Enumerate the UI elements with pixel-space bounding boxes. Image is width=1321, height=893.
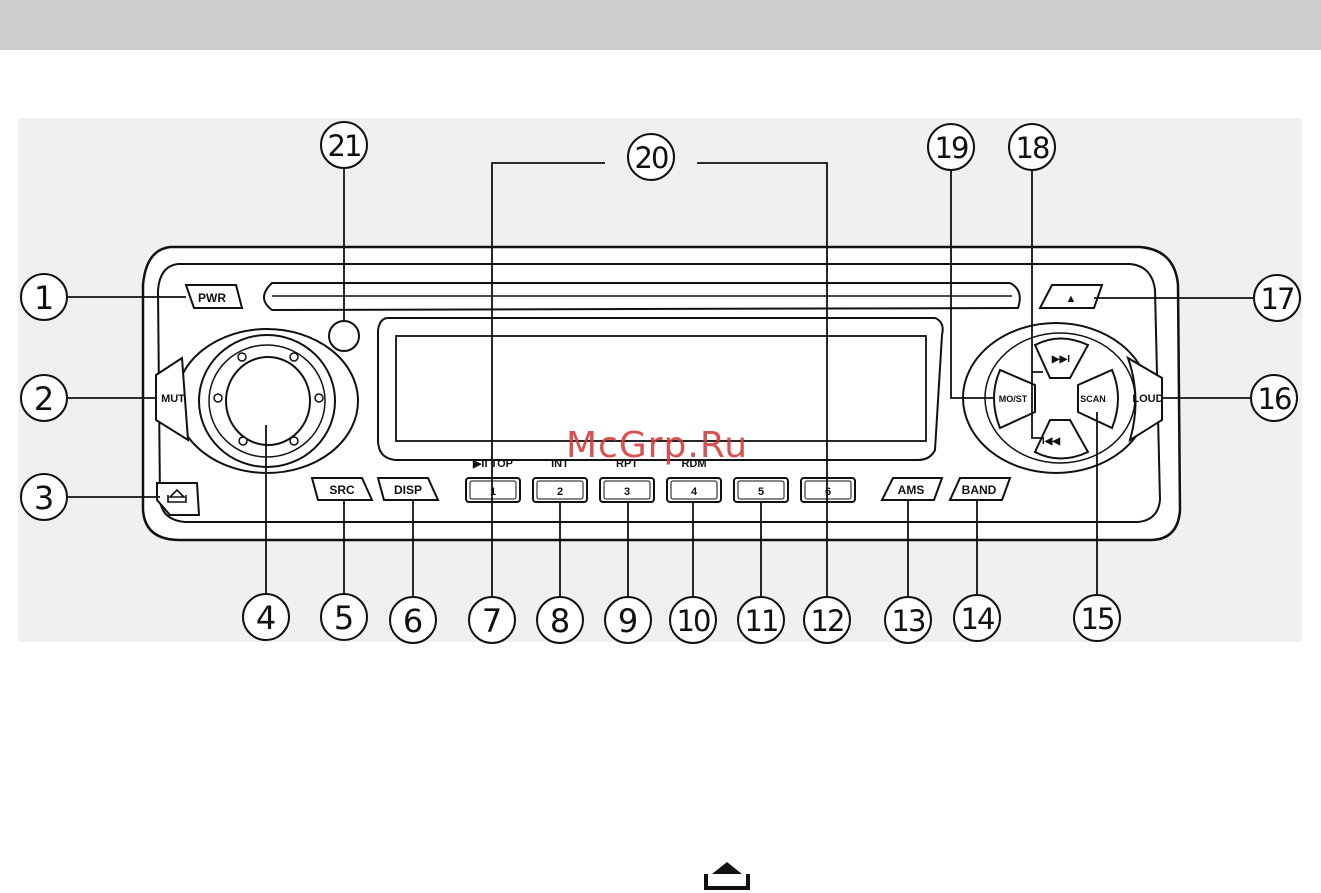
- eject-label: ▲: [1066, 293, 1077, 305]
- volume-knob[interactable]: [176, 329, 358, 473]
- callout-14: 14: [954, 595, 1000, 641]
- eject-icon: [703, 860, 751, 892]
- callout-21-text: 21: [328, 129, 361, 163]
- disp-label: DISP: [394, 483, 422, 497]
- loud-label: LOUD: [1132, 393, 1163, 405]
- callout-3: 3: [21, 474, 67, 520]
- next-label: ▶▶I: [1051, 354, 1070, 365]
- eject-button[interactable]: ▲: [1040, 285, 1102, 308]
- callout-2-text: 2: [34, 380, 54, 418]
- src-button[interactable]: SRC: [312, 478, 372, 500]
- mo-st-label: MO/ST: [999, 394, 1028, 404]
- src-label: SRC: [329, 483, 355, 497]
- preset-button-2[interactable]: 2: [533, 478, 587, 502]
- callout-5: 5: [321, 594, 367, 640]
- callout-12-text: 12: [811, 604, 844, 638]
- callout-9: 9: [605, 597, 651, 643]
- band-button[interactable]: BAND: [950, 478, 1010, 500]
- callout-15-text: 15: [1081, 602, 1114, 636]
- callout-14-text: 14: [961, 602, 994, 636]
- callout-18-text: 18: [1016, 131, 1049, 165]
- preset-button-6[interactable]: 6: [801, 478, 855, 502]
- callout-8: 8: [537, 597, 583, 643]
- callout-19: 19: [928, 124, 974, 170]
- callout-15: 15: [1074, 595, 1120, 641]
- callout-17-text: 17: [1261, 282, 1294, 316]
- preset-button-1[interactable]: 1: [466, 478, 520, 502]
- callout-16: 16: [1251, 375, 1297, 421]
- mut-label: MUT: [161, 393, 185, 405]
- callout-17: 17: [1254, 275, 1300, 321]
- preset-button-4[interactable]: 4: [667, 478, 721, 502]
- preset-button-3[interactable]: 3: [600, 478, 654, 502]
- pwr-button[interactable]: PWR: [186, 285, 242, 308]
- prev-label: I◀◀: [1042, 436, 1060, 447]
- callout-7: 7: [469, 597, 515, 643]
- preset-6-label: 6: [825, 486, 831, 498]
- ams-button[interactable]: AMS: [882, 478, 942, 500]
- watermark: McGrp.Ru: [566, 425, 748, 466]
- preset-4-label: 4: [691, 486, 698, 498]
- callout-8-text: 8: [550, 602, 570, 640]
- ams-label: AMS: [898, 483, 925, 497]
- callout-5-text: 5: [334, 599, 354, 637]
- callout-9-text: 9: [618, 602, 638, 640]
- callout-2: 2: [21, 375, 67, 421]
- callout-6: 6: [390, 597, 436, 643]
- preset-5-label: 5: [758, 486, 764, 498]
- callout-7-text: 7: [482, 602, 502, 640]
- preset-2-label: 2: [557, 486, 563, 498]
- band-label: BAND: [962, 483, 997, 497]
- callout-11-text: 11: [745, 604, 778, 638]
- callout-16-text: 16: [1258, 382, 1291, 416]
- pwr-label: PWR: [198, 291, 226, 305]
- callout-1-text: 1: [34, 279, 54, 317]
- callout-10: 10: [670, 597, 716, 643]
- callout-19-text: 19: [935, 131, 968, 165]
- callout-4-text: 4: [256, 599, 276, 637]
- callout-12: 12: [804, 597, 850, 643]
- callout-20: 20: [628, 134, 674, 180]
- callout-13-text: 13: [892, 604, 925, 638]
- callout-3-text: 3: [34, 479, 54, 517]
- preset-1-label: 1: [490, 486, 496, 498]
- callout-4: 4: [243, 594, 289, 640]
- callout-10-text: 10: [677, 604, 710, 638]
- ir-sensor: [329, 321, 359, 351]
- disp-button[interactable]: DISP: [378, 478, 438, 500]
- callout-21: 21: [321, 122, 367, 168]
- preset-3-label: 3: [624, 486, 630, 498]
- scan-label: SCAN: [1080, 394, 1106, 404]
- callout-20-text: 20: [635, 141, 668, 175]
- preset-button-5[interactable]: 5: [734, 478, 788, 502]
- callout-11: 11: [738, 597, 784, 643]
- callout-18: 18: [1009, 124, 1055, 170]
- callout-1: 1: [21, 274, 67, 320]
- callout-6-text: 6: [403, 602, 423, 640]
- callout-13: 13: [885, 597, 931, 643]
